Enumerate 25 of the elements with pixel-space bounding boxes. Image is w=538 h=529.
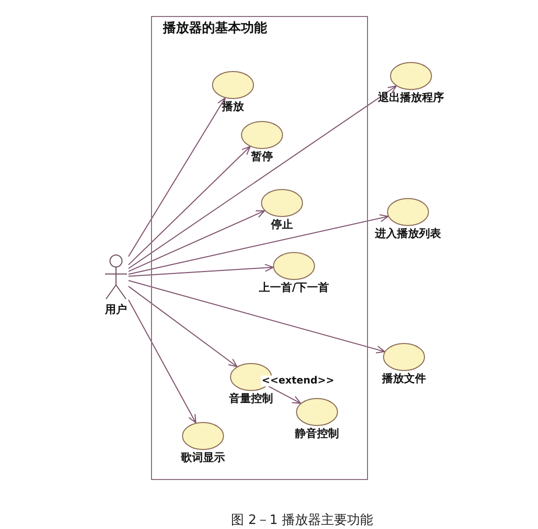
arrow (128, 299, 196, 424)
use-case-label: 退出播放程序 (378, 92, 444, 104)
use-case-label: 静音控制 (295, 428, 339, 440)
arrow (128, 146, 251, 266)
use-case-label: 停止 (271, 219, 293, 231)
use-case-label: 播放文件 (382, 373, 426, 385)
arrow (128, 286, 238, 368)
arrow (128, 210, 265, 272)
use-case-label: 暂停 (251, 151, 273, 163)
arrow (128, 86, 397, 269)
arrow (128, 214, 389, 275)
frame-title: 播放器的基本功能 (163, 22, 267, 36)
arrow (266, 385, 302, 404)
arrow (128, 280, 386, 354)
use-case-label: 播放 (222, 101, 244, 113)
use-case-label: 进入播放列表 (375, 228, 441, 240)
use-case-label: 音量控制 (229, 393, 273, 405)
use-case-label: 上一首/下一首 (258, 282, 330, 294)
edge-label: <<extend>> (260, 376, 336, 386)
arrow (128, 264, 274, 277)
actor-label: 用户 (105, 304, 127, 316)
figure-caption: 图 2－1 播放器主要功能 (231, 513, 373, 528)
system-boundary-box (151, 16, 368, 480)
arrow (128, 98, 226, 257)
use-case-label: 歌词显示 (181, 452, 225, 464)
